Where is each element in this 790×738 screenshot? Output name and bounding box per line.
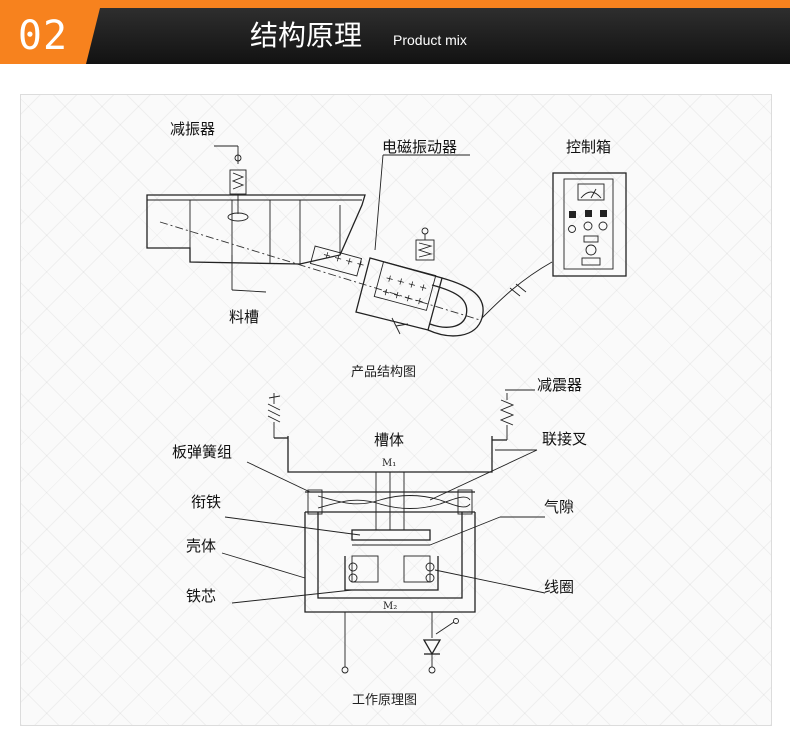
right-damper-spring — [499, 399, 515, 426]
diagram-panel — [20, 94, 772, 726]
label-leaf-spring-group: 板弹簧组 — [172, 443, 232, 461]
label-control-box: 控制箱 — [566, 138, 611, 156]
label-connecting-fork: 联接叉 — [542, 430, 587, 448]
label-armature: 衔铁 — [191, 493, 221, 511]
section-number-notch — [86, 8, 100, 64]
header-bar — [0, 8, 790, 64]
control-box-outline — [552, 172, 627, 277]
section-subtitle: Product mix — [393, 32, 467, 48]
diode — [422, 639, 442, 656]
label-iron-core: 铁芯 — [186, 587, 216, 605]
label-coil: 线圈 — [544, 578, 574, 596]
label-air-gap: 气隙 — [544, 498, 574, 516]
trough-feeder-drawing: + + + + + + + + + + + + — [146, 145, 627, 337]
damper-box — [229, 169, 247, 195]
section-header: 02 结构原理 Product mix — [0, 0, 790, 64]
iron-core — [344, 556, 439, 591]
label-trough-body: 槽体 — [374, 431, 404, 449]
coil-block — [373, 261, 437, 311]
damper-spring — [231, 172, 245, 190]
label-damper-bottom: 减震器 — [537, 376, 582, 394]
label-m1: M₁ — [382, 458, 396, 469]
label-m2: M₂ — [383, 601, 397, 612]
label-damper-top: 减振器 — [170, 120, 215, 138]
section-number: 02 — [0, 8, 86, 64]
label-trough: 料槽 — [229, 308, 259, 326]
caption-principle: 工作原理图 — [352, 693, 417, 708]
armature — [351, 529, 431, 541]
label-housing: 壳体 — [186, 537, 216, 555]
header-accent-stripe — [0, 0, 790, 8]
caption-structure: 产品结构图 — [351, 365, 416, 380]
left-damper-spring — [267, 393, 281, 423]
cable — [481, 261, 553, 319]
label-vibrator: 电磁振动器 — [382, 138, 457, 156]
control-meter — [577, 183, 605, 201]
center-line — [159, 221, 481, 321]
section-title: 结构原理 — [250, 19, 363, 52]
principle-drawing — [221, 389, 546, 674]
housing-outline — [304, 512, 476, 613]
